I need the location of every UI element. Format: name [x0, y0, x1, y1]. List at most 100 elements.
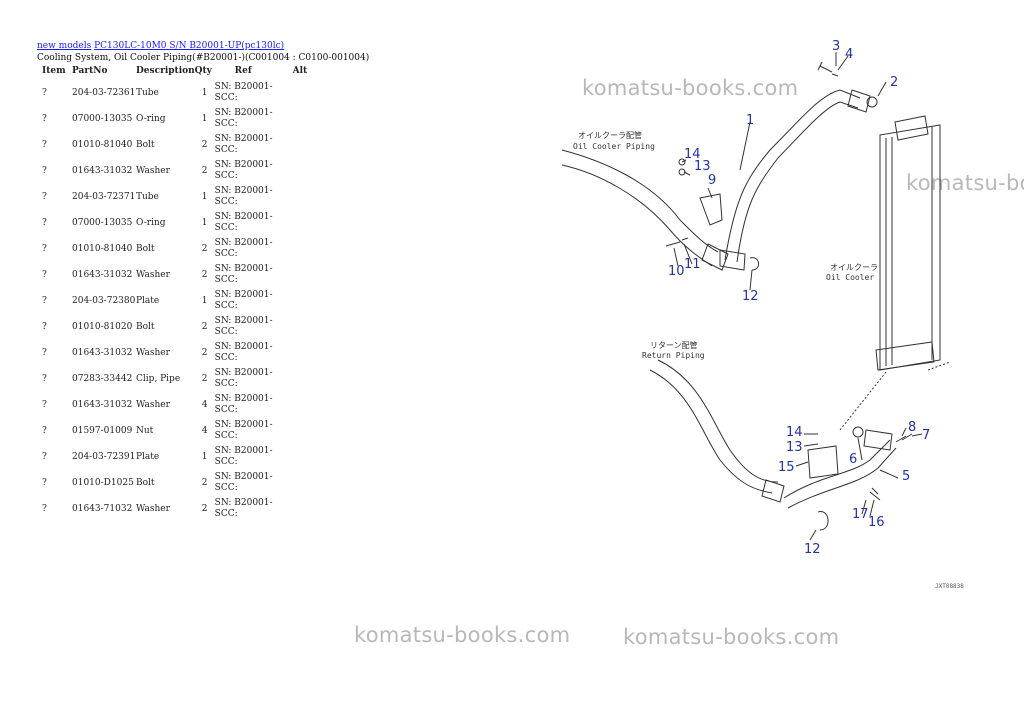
tube-5-flange: [863, 429, 893, 451]
leader: [857, 437, 863, 461]
qty-cell: 1: [201, 217, 208, 228]
bolt-3: [817, 61, 833, 73]
item-cell: ?: [42, 165, 47, 176]
leader: [795, 461, 809, 467]
description-cell: Washer: [136, 399, 170, 410]
part-no-cell: 204-03-72380: [72, 295, 136, 306]
tube-1: [736, 101, 859, 263]
qty-cell: 1: [201, 451, 208, 462]
leader: [803, 443, 819, 447]
item-cell: ?: [42, 191, 47, 202]
watermark: komatsu-books.com: [623, 625, 840, 649]
breadcrumb-link-model[interactable]: PC130LC-10M0 S/N B20001-UP(pc130lc): [94, 41, 285, 51]
callout-11: 11: [684, 257, 701, 272]
ref-cell: SN: B20001- SCC:: [214, 264, 273, 285]
watermark: komatsu-books.com: [354, 623, 571, 647]
item-cell: ?: [42, 139, 47, 150]
breadcrumb-link-new-models[interactable]: new models: [37, 41, 92, 51]
alt-cell: [293, 184, 313, 210]
leader: [879, 469, 899, 479]
oil-cooler-hose: [561, 164, 713, 267]
part-no-cell: 01643-31032: [72, 399, 133, 410]
qty-cell: 2: [201, 139, 208, 150]
oil-cooler-hose-fitting: [701, 243, 729, 271]
header-description: Description: [136, 66, 195, 76]
alt-cell: [293, 210, 313, 236]
ref-cell: SN: B20001- SCC:: [214, 290, 273, 311]
part-no-cell: 07000-13035: [72, 113, 133, 124]
part-no-cell: 01010-D1025: [72, 477, 134, 488]
table-header-row: Item PartNo Description Qty Ref Alt: [37, 66, 313, 80]
plate-9: [699, 193, 723, 226]
item-cell: ?: [42, 87, 47, 98]
callout-14-lower: 14: [786, 425, 803, 440]
callout-12: 12: [742, 289, 759, 304]
leader: [683, 243, 693, 265]
callout-2: 2: [890, 75, 898, 90]
qty-cell: 2: [201, 477, 208, 488]
part-no-cell: 07283-33442: [72, 373, 133, 384]
nut-14: [678, 158, 686, 166]
leader: [683, 171, 691, 176]
qty-cell: 2: [201, 165, 208, 176]
qty-cell: 1: [201, 113, 208, 124]
callout-16: 16: [868, 515, 885, 530]
item-cell: ?: [42, 425, 47, 436]
tube-1-flange: [847, 89, 871, 113]
header-item: Item: [42, 66, 66, 76]
callout-4: 4: [845, 47, 853, 62]
alt-cell: [293, 132, 313, 158]
qty-cell: 2: [201, 321, 208, 332]
alt-cell: [293, 444, 313, 470]
description-cell: O-ring: [136, 113, 166, 124]
callout-6: 6: [849, 452, 857, 467]
part-no-cell: 01010-81020: [72, 321, 133, 332]
oil-cooler-bottom-fitting: [875, 341, 935, 371]
part-no-cell: 204-03-72371: [72, 191, 136, 202]
label-oil-cooler-piping-jp: オイルクーラ配管: [578, 130, 642, 140]
oil-cooler-body: [885, 127, 933, 366]
item-cell: ?: [42, 503, 47, 514]
item-cell: ?: [42, 321, 47, 332]
leader: [869, 499, 875, 517]
callout-14: 14: [684, 147, 701, 162]
callout-8: 8: [908, 420, 916, 435]
alt-cell: [293, 392, 313, 418]
washer-4: [831, 73, 839, 77]
ref-cell: SN: B20001- SCC:: [214, 498, 273, 519]
leader: [681, 159, 687, 163]
drawing-code: JXT08838: [935, 583, 964, 590]
o-ring-6: [852, 426, 864, 438]
description-cell: Washer: [136, 347, 170, 358]
bolt-7-8: [895, 433, 913, 443]
qty-cell: 1: [201, 295, 208, 306]
item-cell: ?: [42, 217, 47, 228]
clip-12-lower: [817, 511, 829, 531]
breadcrumb: new models PC130LC-10M0 S/N B20001-UP(pc…: [37, 41, 284, 51]
leader: [749, 269, 753, 291]
qty-cell: 1: [201, 87, 208, 98]
description-cell: Bolt: [136, 321, 155, 332]
part-no-cell: 204-03-72361: [72, 87, 136, 98]
item-cell: ?: [42, 347, 47, 358]
part-no-cell: 01643-71032: [72, 503, 133, 514]
tube-5: [783, 439, 891, 499]
parts-table: Item PartNo Description Qty Ref Alt ?204…: [37, 66, 313, 522]
item-cell: ?: [42, 269, 47, 280]
header-qty: Qty: [194, 66, 212, 76]
ref-cell: SN: B20001- SCC:: [214, 420, 273, 441]
leader: [911, 433, 923, 437]
leader: [837, 55, 849, 71]
qty-cell: 4: [201, 399, 208, 410]
ref-cell: SN: B20001- SCC:: [214, 134, 273, 155]
description-cell: Bolt: [136, 477, 155, 488]
